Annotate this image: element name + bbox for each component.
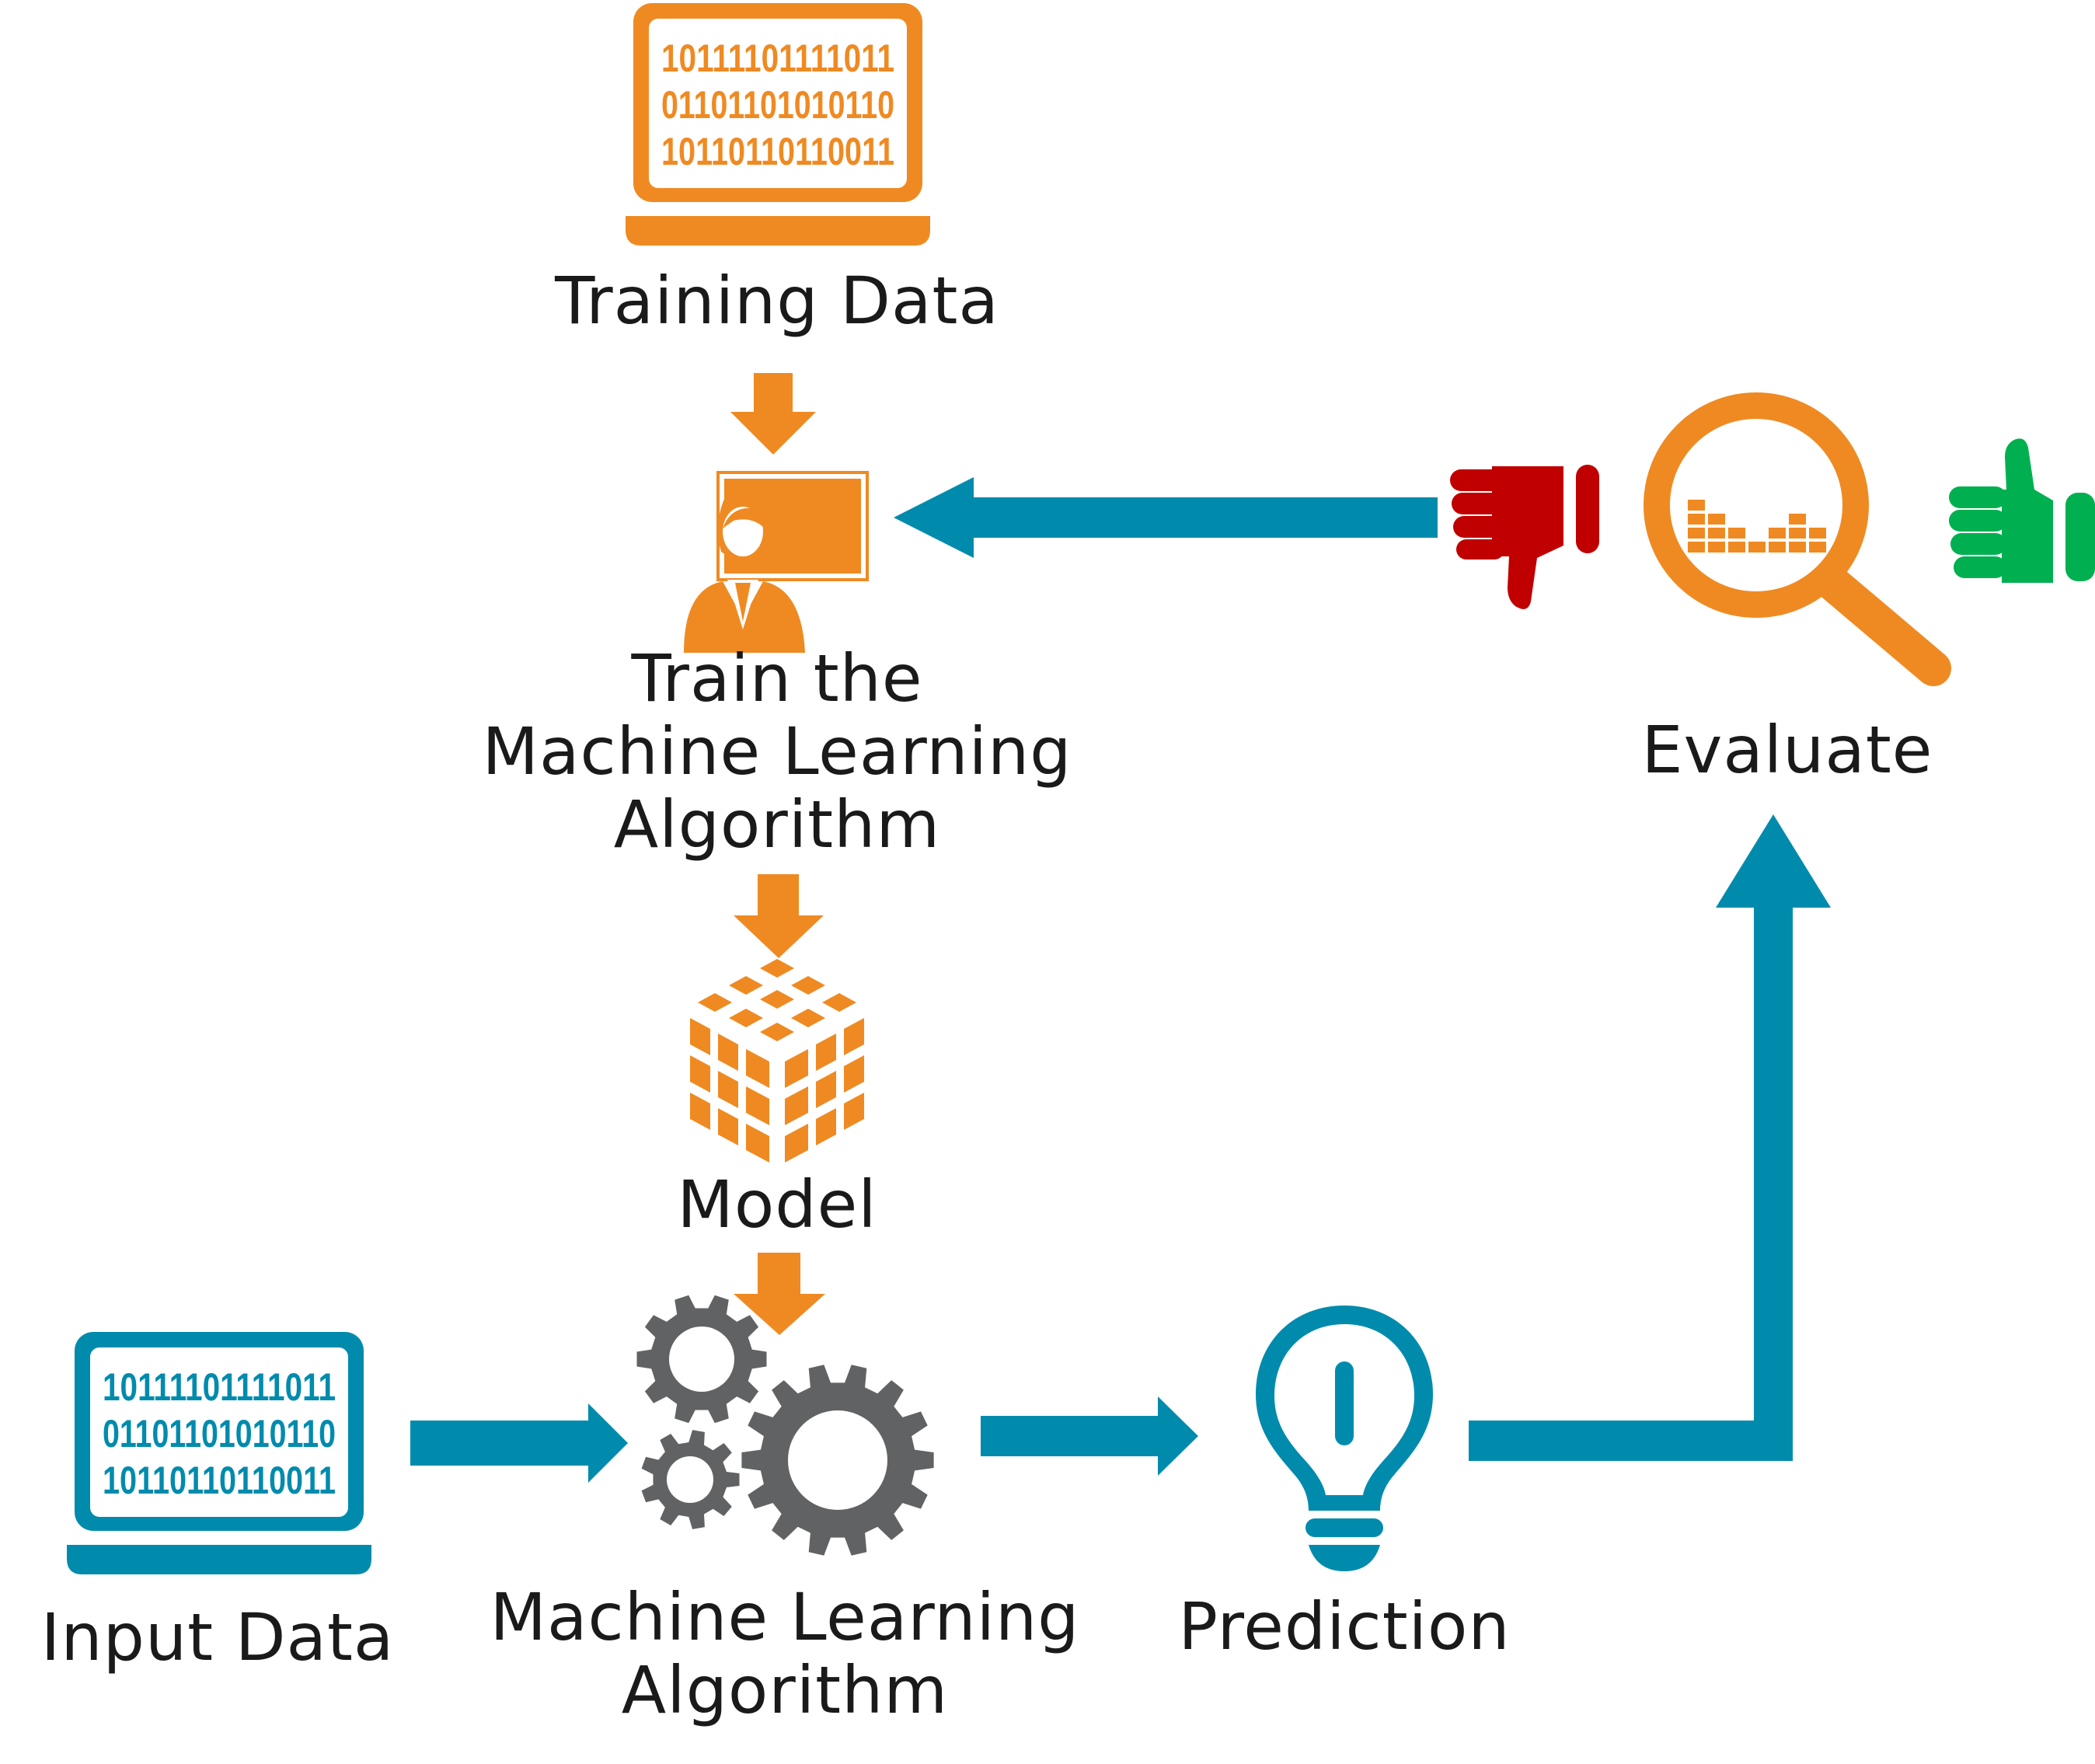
ml-label-line-1: Machine Learning: [490, 1579, 1080, 1655]
training-binary-line-3: 10110110110011: [661, 130, 894, 173]
magnifier-bar-cell: [1708, 528, 1725, 539]
arrow-model-to-algorithm: [734, 1253, 825, 1335]
training-binary-line-1: 10111101111011: [661, 37, 894, 80]
arrow-evaluate-to-train: [894, 477, 1438, 558]
magnifier-bar-cell: [1748, 542, 1766, 553]
gear-large: [741, 1365, 934, 1556]
arrow-train-to-model: [734, 874, 824, 958]
arrow-training-to-train: [730, 373, 816, 455]
magnifier-bar-cell: [1809, 542, 1826, 553]
input-binary-line-1: 10111101111011: [103, 1365, 336, 1409]
gears-icon: [636, 1293, 939, 1557]
thumbs-up-icon: [1949, 435, 2095, 583]
arrow-algorithm-to-prediction: [981, 1396, 1198, 1476]
magnifier-bar-cell: [1708, 514, 1725, 525]
magnifier-bar-cell: [1708, 542, 1725, 553]
input-data-label: Input Data: [40, 1599, 395, 1675]
magnifier-bar-cell: [1688, 542, 1705, 553]
train-label-line-3: Algorithm: [613, 786, 941, 863]
model-label: Model: [677, 1166, 877, 1243]
arrow-input-to-algorithm: [410, 1403, 628, 1483]
teacher-board-icon: [668, 466, 870, 653]
magnifier-bar-cell: [1688, 514, 1705, 525]
train-label-line-2: Machine Learning: [482, 713, 1072, 790]
evaluate-label: Evaluate: [1641, 712, 1933, 788]
input-binary-line-3: 10110110110011: [103, 1459, 336, 1502]
training-data-laptop-icon: 10111101111011 01101101010110 1011011011…: [626, 0, 930, 247]
input-binary-line-2: 01101101010110: [103, 1412, 336, 1455]
magnifier-bar-cell: [1789, 528, 1806, 539]
magnifier-bar-cell: [1728, 542, 1745, 553]
magnifier-bar-cell: [1809, 528, 1826, 539]
training-binary-line-2: 01101101010110: [661, 83, 894, 127]
magnifier-bar-cell: [1728, 528, 1745, 539]
magnifier-bar-cell: [1789, 514, 1806, 525]
gear-small-bottom: [641, 1430, 740, 1529]
lightbulb-icon: [1251, 1299, 1438, 1571]
thumbs-down-icon: [1450, 463, 1602, 611]
train-label-line-1: Train the: [631, 640, 923, 716]
magnifier-chart-icon: [1640, 389, 1958, 692]
magnifier-bar-cell: [1789, 542, 1806, 553]
prediction-label: Prediction: [1178, 1588, 1511, 1665]
training-data-label: Training Data: [555, 263, 999, 339]
ml-label-line-2: Algorithm: [621, 1652, 949, 1728]
input-data-laptop-icon: 10111101111011 01101101010110 1011011011…: [67, 1329, 371, 1576]
gear-small-top: [636, 1295, 767, 1424]
magnifier-bar-cell: [1688, 528, 1705, 539]
magnifier-bar-cell: [1688, 500, 1705, 511]
magnifier-bar-cell: [1769, 542, 1786, 553]
cube-model-icon: [684, 956, 870, 1166]
magnifier-bar-cell: [1769, 528, 1786, 539]
arrow-prediction-to-evaluate: [1469, 814, 1831, 1461]
